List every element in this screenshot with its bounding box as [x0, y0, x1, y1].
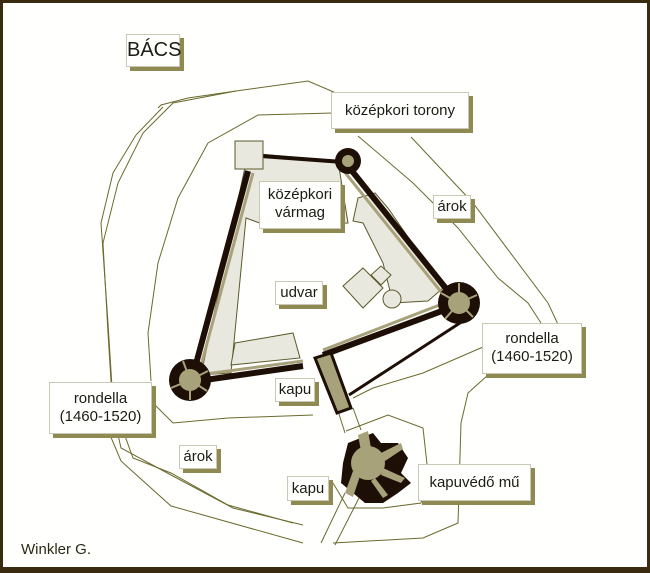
square-tower-nw — [234, 140, 264, 170]
barbican — [341, 431, 411, 503]
label-medieval-core-line1: középkori — [267, 186, 333, 203]
wall-southeast-inner — [322, 297, 456, 352]
label-gate-upper-text: kapu — [278, 381, 312, 398]
building-diamond — [342, 267, 384, 309]
label-courtyard-text: udvar — [280, 284, 318, 301]
wall-southeast — [321, 302, 460, 358]
title-text: BÁCS — [127, 39, 182, 61]
wall-northeast — [345, 164, 459, 303]
inner-moat-left — [147, 112, 334, 382]
building-small-square — [370, 265, 392, 286]
wall-gate-link — [348, 319, 464, 397]
label-gate-lower: kapu — [287, 476, 329, 501]
label-rondella-west: rondella(1460-1520) — [49, 382, 152, 434]
title-label: BÁCS — [126, 34, 182, 67]
wall-west — [190, 170, 251, 376]
moat-right-lower — [352, 346, 484, 399]
label-rondella-west-line1: rondella — [73, 390, 128, 407]
wall-north — [260, 154, 344, 164]
moat-ne-outer — [410, 136, 564, 336]
label-moat-ne: árok — [433, 195, 471, 219]
outer-moat-left — [102, 90, 304, 526]
label-medieval-tower: középkori torony — [331, 92, 469, 129]
bridge — [337, 407, 362, 434]
label-rondella-west-line2: (1460-1520) — [59, 408, 142, 425]
medieval-tower-core — [342, 155, 354, 167]
label-barbican-text: kapuvédő mű — [429, 474, 520, 491]
rondella-west — [169, 359, 211, 401]
label-medieval-core-line2: vármag — [274, 204, 326, 221]
label-barbican: kapuvédő mű — [418, 464, 531, 501]
label-moat-sw: árok — [179, 445, 217, 469]
gate-passage — [313, 351, 353, 415]
label-rondella-east: rondella(1460-1520) — [482, 323, 582, 374]
label-moat-ne-text: árok — [437, 198, 467, 215]
moat-sw — [109, 434, 304, 544]
label-moat-sw-text: árok — [183, 448, 213, 465]
author-credit: Winkler G. — [21, 541, 92, 558]
label-medieval-tower-text: középkori torony — [344, 102, 456, 119]
label-courtyard: udvar — [275, 281, 323, 305]
lower-bridge — [320, 492, 360, 546]
rondella-east — [438, 282, 480, 324]
wall-south — [197, 363, 304, 384]
round-building — [382, 289, 402, 309]
wall-south-inner — [197, 359, 304, 377]
building-east — [352, 192, 444, 304]
outer-moat-outline — [100, 80, 344, 524]
label-rondella-east-line1: rondella — [505, 330, 559, 347]
wall-northeast-inner — [341, 169, 452, 304]
building-sw — [230, 332, 301, 366]
label-gate-upper: kapu — [275, 378, 315, 402]
moat-bottom-left — [152, 402, 314, 424]
label-gate-lower-text: kapu — [291, 480, 325, 497]
wall-west-inner — [197, 172, 255, 374]
moat-ne-inner — [357, 135, 542, 324]
label-rondella-east-line2: (1460-1520) — [491, 348, 573, 365]
